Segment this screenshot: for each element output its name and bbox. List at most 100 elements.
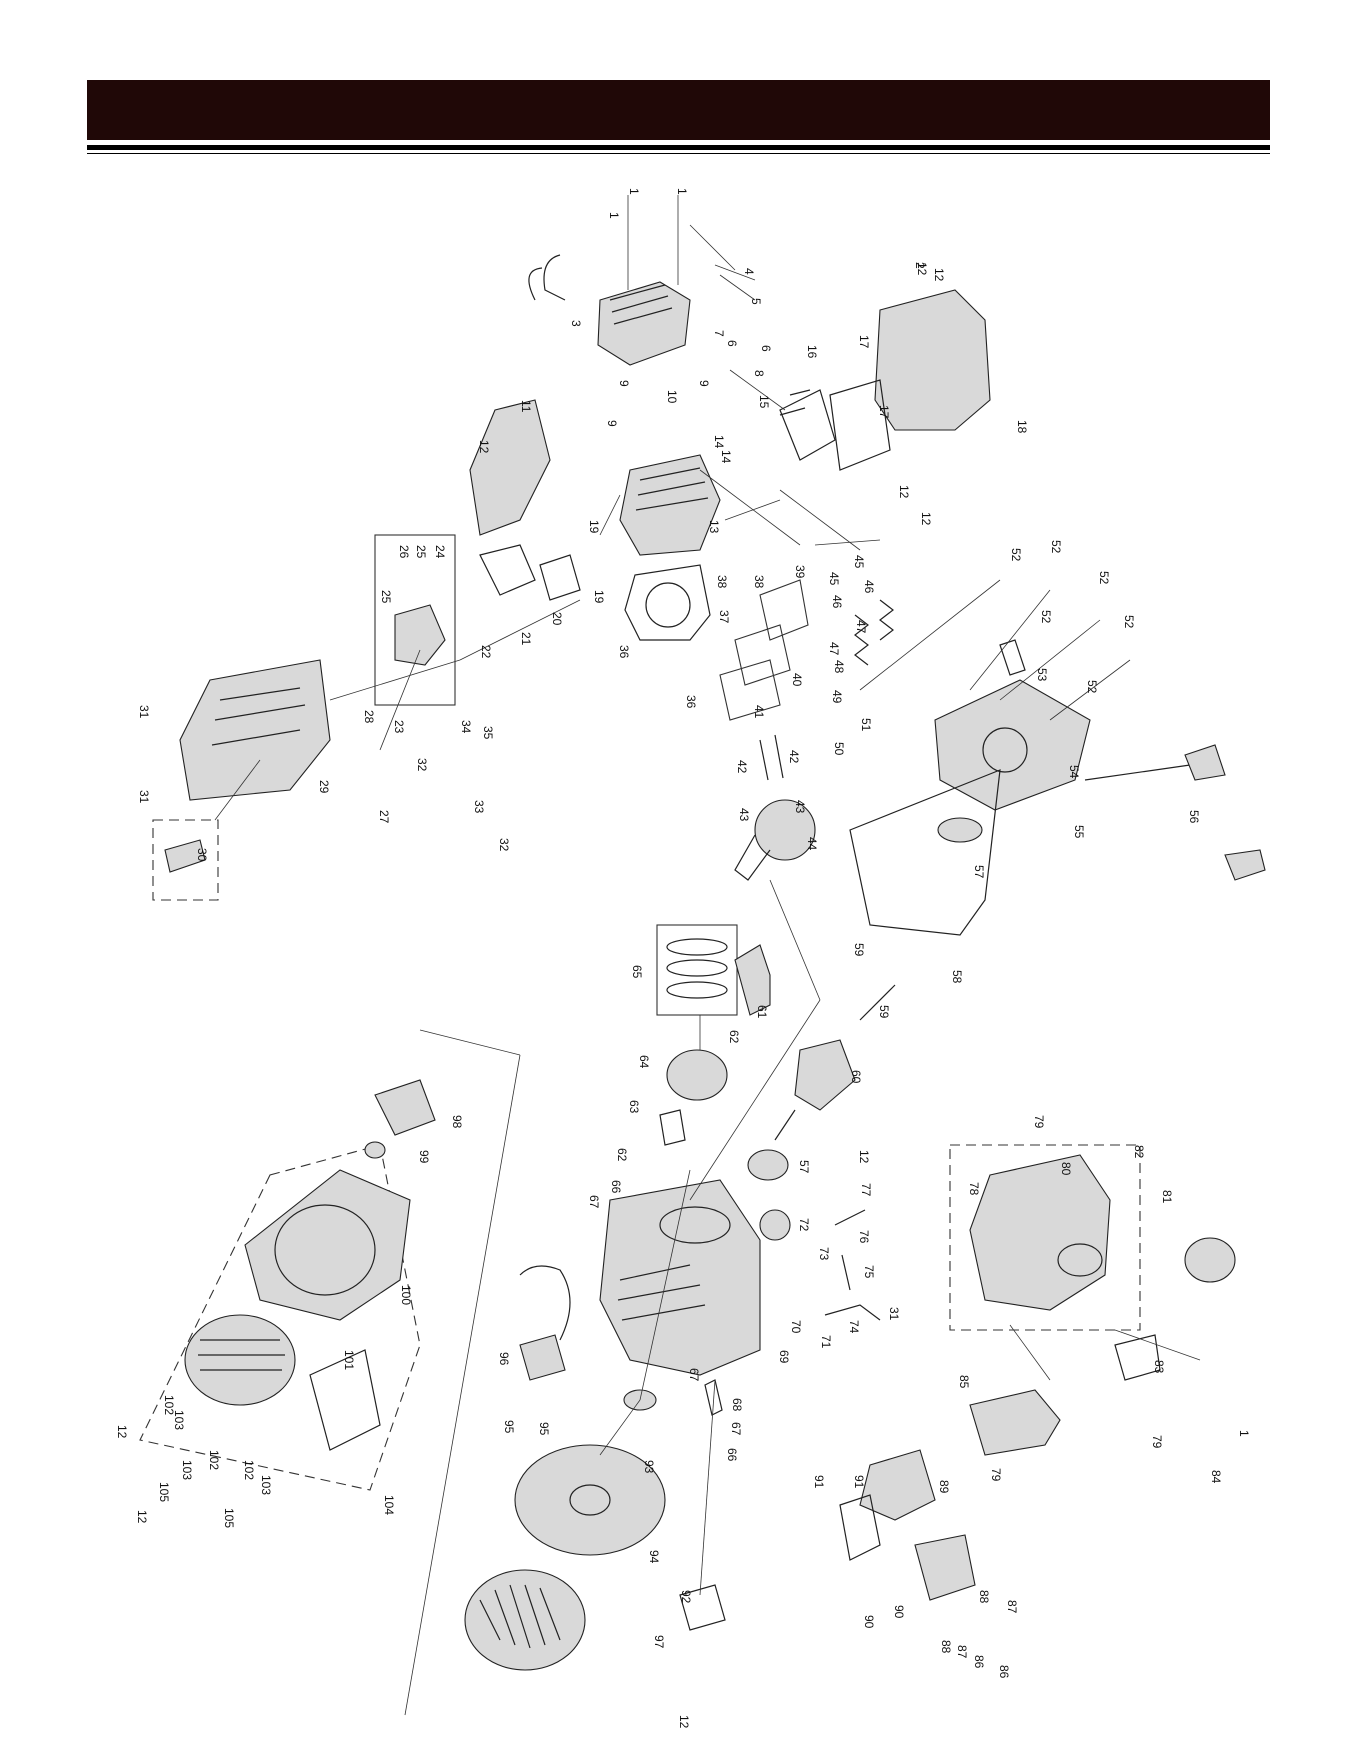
callout-c99: 99 xyxy=(417,1150,431,1164)
callout-c80: 80 xyxy=(1059,1162,1073,1176)
callout-labels: 1111234566789991011121212121212121212131… xyxy=(115,188,1251,1729)
callout-c23: 23 xyxy=(392,720,406,734)
callout-c55: 55 xyxy=(1072,825,1086,839)
cylinder-head xyxy=(619,454,721,556)
exhaust-pipe xyxy=(779,389,836,461)
callout-c47b: 47 xyxy=(827,642,841,656)
callout-c77: 77 xyxy=(859,1183,873,1197)
callout-c52d: 52 xyxy=(1039,610,1053,624)
callout-c1c: 1 xyxy=(675,188,689,195)
callout-c7: 7 xyxy=(712,330,726,337)
header-rule-thin xyxy=(87,153,1270,154)
callout-c42b: 42 xyxy=(787,750,801,764)
callout-c1b: 1 xyxy=(607,212,621,219)
crankshaft xyxy=(774,984,896,1141)
fuel-tank-bracket xyxy=(1114,1334,1161,1381)
push-rods xyxy=(759,734,784,781)
callout-c59b: 59 xyxy=(877,1005,891,1019)
starter-cup xyxy=(364,1079,436,1159)
callout-c12a: 12 xyxy=(477,440,491,454)
callout-c32b: 32 xyxy=(497,838,511,852)
starter-relay xyxy=(914,1534,976,1601)
callout-c46b: 46 xyxy=(830,595,844,609)
callout-c11: 11 xyxy=(519,400,533,413)
callout-c96: 96 xyxy=(497,1352,511,1366)
callout-c31: 31 xyxy=(137,705,151,719)
callout-c32: 32 xyxy=(415,758,429,772)
callout-c81: 81 xyxy=(1160,1190,1174,1204)
callout-c42: 42 xyxy=(735,760,749,774)
callout-c58: 58 xyxy=(950,970,964,984)
callout-c5: 5 xyxy=(749,298,763,305)
callout-c64: 64 xyxy=(637,1055,651,1069)
callout-c65: 65 xyxy=(630,965,644,979)
callout-c40: 40 xyxy=(790,673,804,687)
callout-c85: 85 xyxy=(957,1375,971,1389)
callout-c79c: 79 xyxy=(989,1468,1003,1482)
callout-c56: 56 xyxy=(1187,810,1201,824)
callout-c76: 76 xyxy=(857,1230,871,1244)
muffler-assembly xyxy=(779,289,991,471)
callout-c50: 50 xyxy=(832,742,846,756)
callout-c105: 105 xyxy=(157,1482,171,1502)
callout-c79b: 79 xyxy=(1150,1435,1164,1449)
callout-c74: 74 xyxy=(847,1320,861,1334)
main-bearing-57 xyxy=(937,817,983,843)
valve-springs xyxy=(854,599,894,666)
callout-c49: 49 xyxy=(830,690,844,704)
callout-c82: 82 xyxy=(1132,1145,1146,1159)
callout-c93: 93 xyxy=(642,1460,656,1474)
callout-c62b: 62 xyxy=(615,1148,629,1162)
governor-gear xyxy=(759,1209,791,1241)
callout-c102: 102 xyxy=(162,1395,176,1415)
callout-c91b: 91 xyxy=(852,1475,866,1489)
callout-c34: 34 xyxy=(459,720,473,734)
recoil-starter-box xyxy=(139,1144,421,1491)
callout-c9b: 9 xyxy=(605,420,619,427)
rocker-arm-box-40 xyxy=(734,624,791,686)
callout-c36b: 36 xyxy=(684,695,698,709)
callout-c78: 78 xyxy=(967,1182,981,1196)
callout-c52f: 52 xyxy=(1085,680,1099,694)
crankcase-cover xyxy=(934,639,1091,811)
callout-c39: 39 xyxy=(793,565,807,579)
header-bar xyxy=(87,80,1270,140)
callout-c102c: 102 xyxy=(242,1460,256,1480)
piston-ring-box xyxy=(656,924,738,1016)
recoil-bracket-92 xyxy=(679,1584,726,1631)
callout-c29: 29 xyxy=(317,780,331,794)
callout-c75: 75 xyxy=(862,1265,876,1279)
callout-c61: 61 xyxy=(755,1005,769,1019)
camshaft xyxy=(734,799,816,881)
callout-c4: 4 xyxy=(742,268,756,275)
callout-c45: 45 xyxy=(852,555,866,569)
header-rule-thick xyxy=(87,145,1270,150)
callout-c79: 79 xyxy=(1032,1115,1046,1129)
callout-c90: 90 xyxy=(862,1615,876,1629)
bearing-57b xyxy=(747,1149,789,1181)
callout-c45b: 45 xyxy=(827,572,841,586)
callout-c70: 70 xyxy=(789,1320,803,1334)
callout-c9: 9 xyxy=(617,380,631,387)
recoil-handle xyxy=(309,1349,381,1451)
callout-c12h: 12 xyxy=(677,1715,691,1729)
callout-c19b: 19 xyxy=(592,590,606,604)
callout-c41: 41 xyxy=(752,705,766,719)
dipstick xyxy=(1084,744,1226,781)
callout-c66b: 66 xyxy=(725,1448,739,1462)
callout-c3: 3 xyxy=(569,320,583,327)
callout-c47: 47 xyxy=(854,620,868,634)
callout-c57b: 57 xyxy=(797,1160,811,1174)
callout-c13: 13 xyxy=(707,520,721,534)
callout-c104: 104 xyxy=(382,1495,396,1515)
callout-c57: 57 xyxy=(972,865,986,879)
electric-starter-motor xyxy=(839,1449,936,1561)
callout-c103b: 103 xyxy=(180,1460,194,1480)
callout-c63: 63 xyxy=(627,1100,641,1114)
callout-c9c: 9 xyxy=(697,380,711,387)
callout-c25: 25 xyxy=(414,545,428,559)
callout-c1d: 1 xyxy=(1237,1430,1251,1437)
callout-c62: 62 xyxy=(727,1030,741,1044)
callout-c38: 38 xyxy=(715,575,729,589)
